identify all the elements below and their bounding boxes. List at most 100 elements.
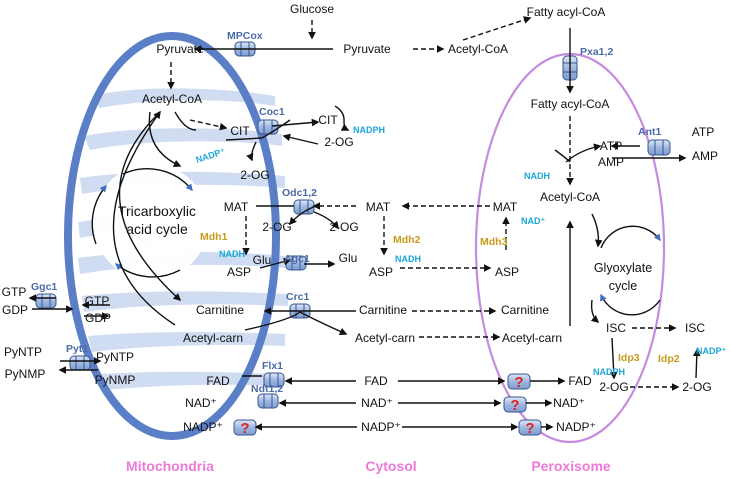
perox-fatty-acyl-coa-label: Fatty acyl-CoA [531, 97, 610, 111]
cytosol-gtp-label: GTP [2, 285, 27, 299]
cytosol-cit-label: CIT [318, 113, 338, 127]
mito-asp-label: ASP [227, 265, 251, 279]
cytosol-pyruvate-label: Pyruvate [343, 42, 391, 56]
cytosol-2og-label-1: 2-OG [324, 135, 353, 149]
cytosol-glu-label: Glu [339, 251, 358, 265]
cytosol-mat-label: MAT [366, 200, 391, 214]
perox-nad-unknown-mark: ? [510, 397, 519, 414]
mito-2og-label-2: 2-OG [262, 220, 291, 234]
cytosol-fad-label: FAD [364, 374, 388, 388]
perox-fad-label: FAD [568, 374, 592, 388]
pyt1-label: Pyt1 [66, 343, 88, 355]
cytosol-2og-label-3: 2-OG [682, 380, 711, 394]
perox-acetyl-carn-label: Acetyl-carn [502, 331, 562, 345]
perox-atp-label: ATP [600, 139, 622, 153]
mito-acetyl-coa-label: Acetyl-CoA [142, 92, 202, 106]
cytosol-nad-label: NAD⁺ [361, 396, 393, 410]
cytosol-nadp-label: NADP⁺ [361, 420, 401, 434]
ant1-label: Ant1 [638, 126, 661, 138]
idp2-label: Idp2 [658, 353, 680, 365]
odc-label: Odc1,2 [282, 187, 317, 199]
mitochondria-compartment [64, 32, 288, 440]
mdh2-label: Mdh2 [393, 234, 421, 246]
cytosol-2og-label-2: 2-OG [329, 220, 358, 234]
tca-label-line1: Tricarboxylic [118, 203, 196, 219]
ggc1-transporter [35, 293, 57, 309]
mitochondria-membrane [64, 32, 280, 440]
perox-nad-plus-label: NAD⁺ [521, 216, 545, 226]
mito-nadh-label: NADH [219, 249, 245, 259]
mito-nadp-label: NADP⁺ [183, 420, 223, 434]
mito-2og-label-1: 2-OG [240, 168, 269, 182]
cytosol-asp-label: ASP [369, 265, 393, 279]
mito-glu-label: Glu [253, 253, 272, 267]
perox-asp-label: ASP [495, 265, 519, 279]
tca-cycle: Tricarboxylic acid cycle [91, 164, 209, 280]
perox-nadph-label: NADPH [593, 367, 625, 377]
cytosol-gdp-label: GDP [2, 303, 28, 317]
cytosol-fatty-acyl-coa-label: Fatty acyl-CoA [527, 5, 606, 19]
cytosol-nadh-label: NADH [395, 254, 421, 264]
coc1-label: Coc1 [259, 106, 285, 118]
mito-mat-label: MAT [224, 200, 249, 214]
mito-fad-label: FAD [206, 374, 230, 388]
perox-acetyl-coa-label: Acetyl-CoA [540, 190, 600, 204]
mito-carnitine-label: Carnitine [196, 303, 244, 317]
agc1-label: Agc1 [284, 253, 310, 265]
pyt1-transporter [69, 355, 91, 371]
ndt-transporter [257, 393, 279, 409]
mito-gtp-label: GTP [85, 294, 110, 308]
perox-fad-unknown-mark: ? [514, 374, 523, 391]
cytosol-carnitine-label: Carnitine [359, 303, 407, 317]
mito-nad-label: NAD⁺ [185, 396, 217, 410]
perox-mat-label: MAT [493, 200, 518, 214]
perox-isc-label: ISC [606, 321, 626, 335]
mdh1-label: Mdh1 [200, 231, 228, 243]
glyoxylate-cycle: Glyoxylate cycle [594, 225, 661, 316]
peroxisome-label: Peroxisome [531, 458, 611, 474]
mito-pynmp-label: PyNMP [95, 373, 136, 387]
ant1-transporter [647, 139, 671, 156]
cytosol-acetyl-carn-label: Acetyl-carn [355, 331, 415, 345]
flx1-label: Flx1 [262, 360, 283, 372]
perox-carnitine-label: Carnitine [501, 303, 549, 317]
mito-nadp-plus-label: NADP⁺ [195, 146, 227, 165]
cytosol-nadp-plus-label: NADP⁺ [696, 346, 727, 356]
perox-unknown-nad-transporter [503, 396, 527, 413]
cytosol-pynmp-label: PyNMP [5, 367, 46, 381]
coc1-transporter [257, 119, 279, 135]
cytosol-amp-label: AMP [692, 149, 718, 163]
perox-2og-label: 2-OG [599, 380, 628, 394]
idp3-label: Idp3 [618, 352, 640, 364]
flx1-transporter [263, 372, 285, 388]
mito-cit-label: CIT [230, 124, 250, 138]
perox-nadp-label: NADP⁺ [556, 420, 596, 434]
cytosol-isc-label: ISC [685, 321, 705, 335]
ggc1-label: Ggc1 [31, 281, 57, 293]
mito-pyntp-label: PyNTP [96, 350, 134, 364]
cytosol-pyntp-label: PyNTP [4, 345, 42, 359]
mito-nadp-unknown-mark: ? [240, 420, 249, 437]
cytosol-atp-label: ATP [692, 125, 714, 139]
crc1-label: Crc1 [286, 291, 310, 303]
glucose-label: Glucose [290, 2, 334, 16]
cytosol-acetyl-coa-label: Acetyl-CoA [448, 42, 508, 56]
mpcox-label: MPCox [227, 30, 263, 42]
mito-pyruvate-label: Pyruvate [156, 42, 204, 56]
cytosol-label: Cytosol [365, 458, 416, 474]
glyoxylate-label-line1: Glyoxylate [594, 261, 652, 275]
ndt-label: Ndt1,2 [251, 383, 283, 395]
perox-nadh-label: NADH [524, 171, 550, 181]
pxa-label: Pxa1,2 [580, 46, 613, 58]
mitochondria-label: Mitochondria [126, 458, 214, 474]
tca-label-line2: acid cycle [126, 221, 188, 237]
perox-nad-label: NAD⁺ [553, 396, 585, 410]
mito-gdp-label: GDP [85, 311, 111, 325]
perox-amp-label: AMP [598, 155, 624, 169]
mito-acetyl-carn-label: Acetyl-carn [183, 331, 243, 345]
perox-nadp-unknown-mark: ? [525, 420, 534, 437]
cytosol-nadph-label: NADPH [353, 125, 385, 135]
glyoxylate-label-line2: cycle [609, 279, 638, 293]
mdh3-label: Mdh3 [480, 236, 508, 248]
